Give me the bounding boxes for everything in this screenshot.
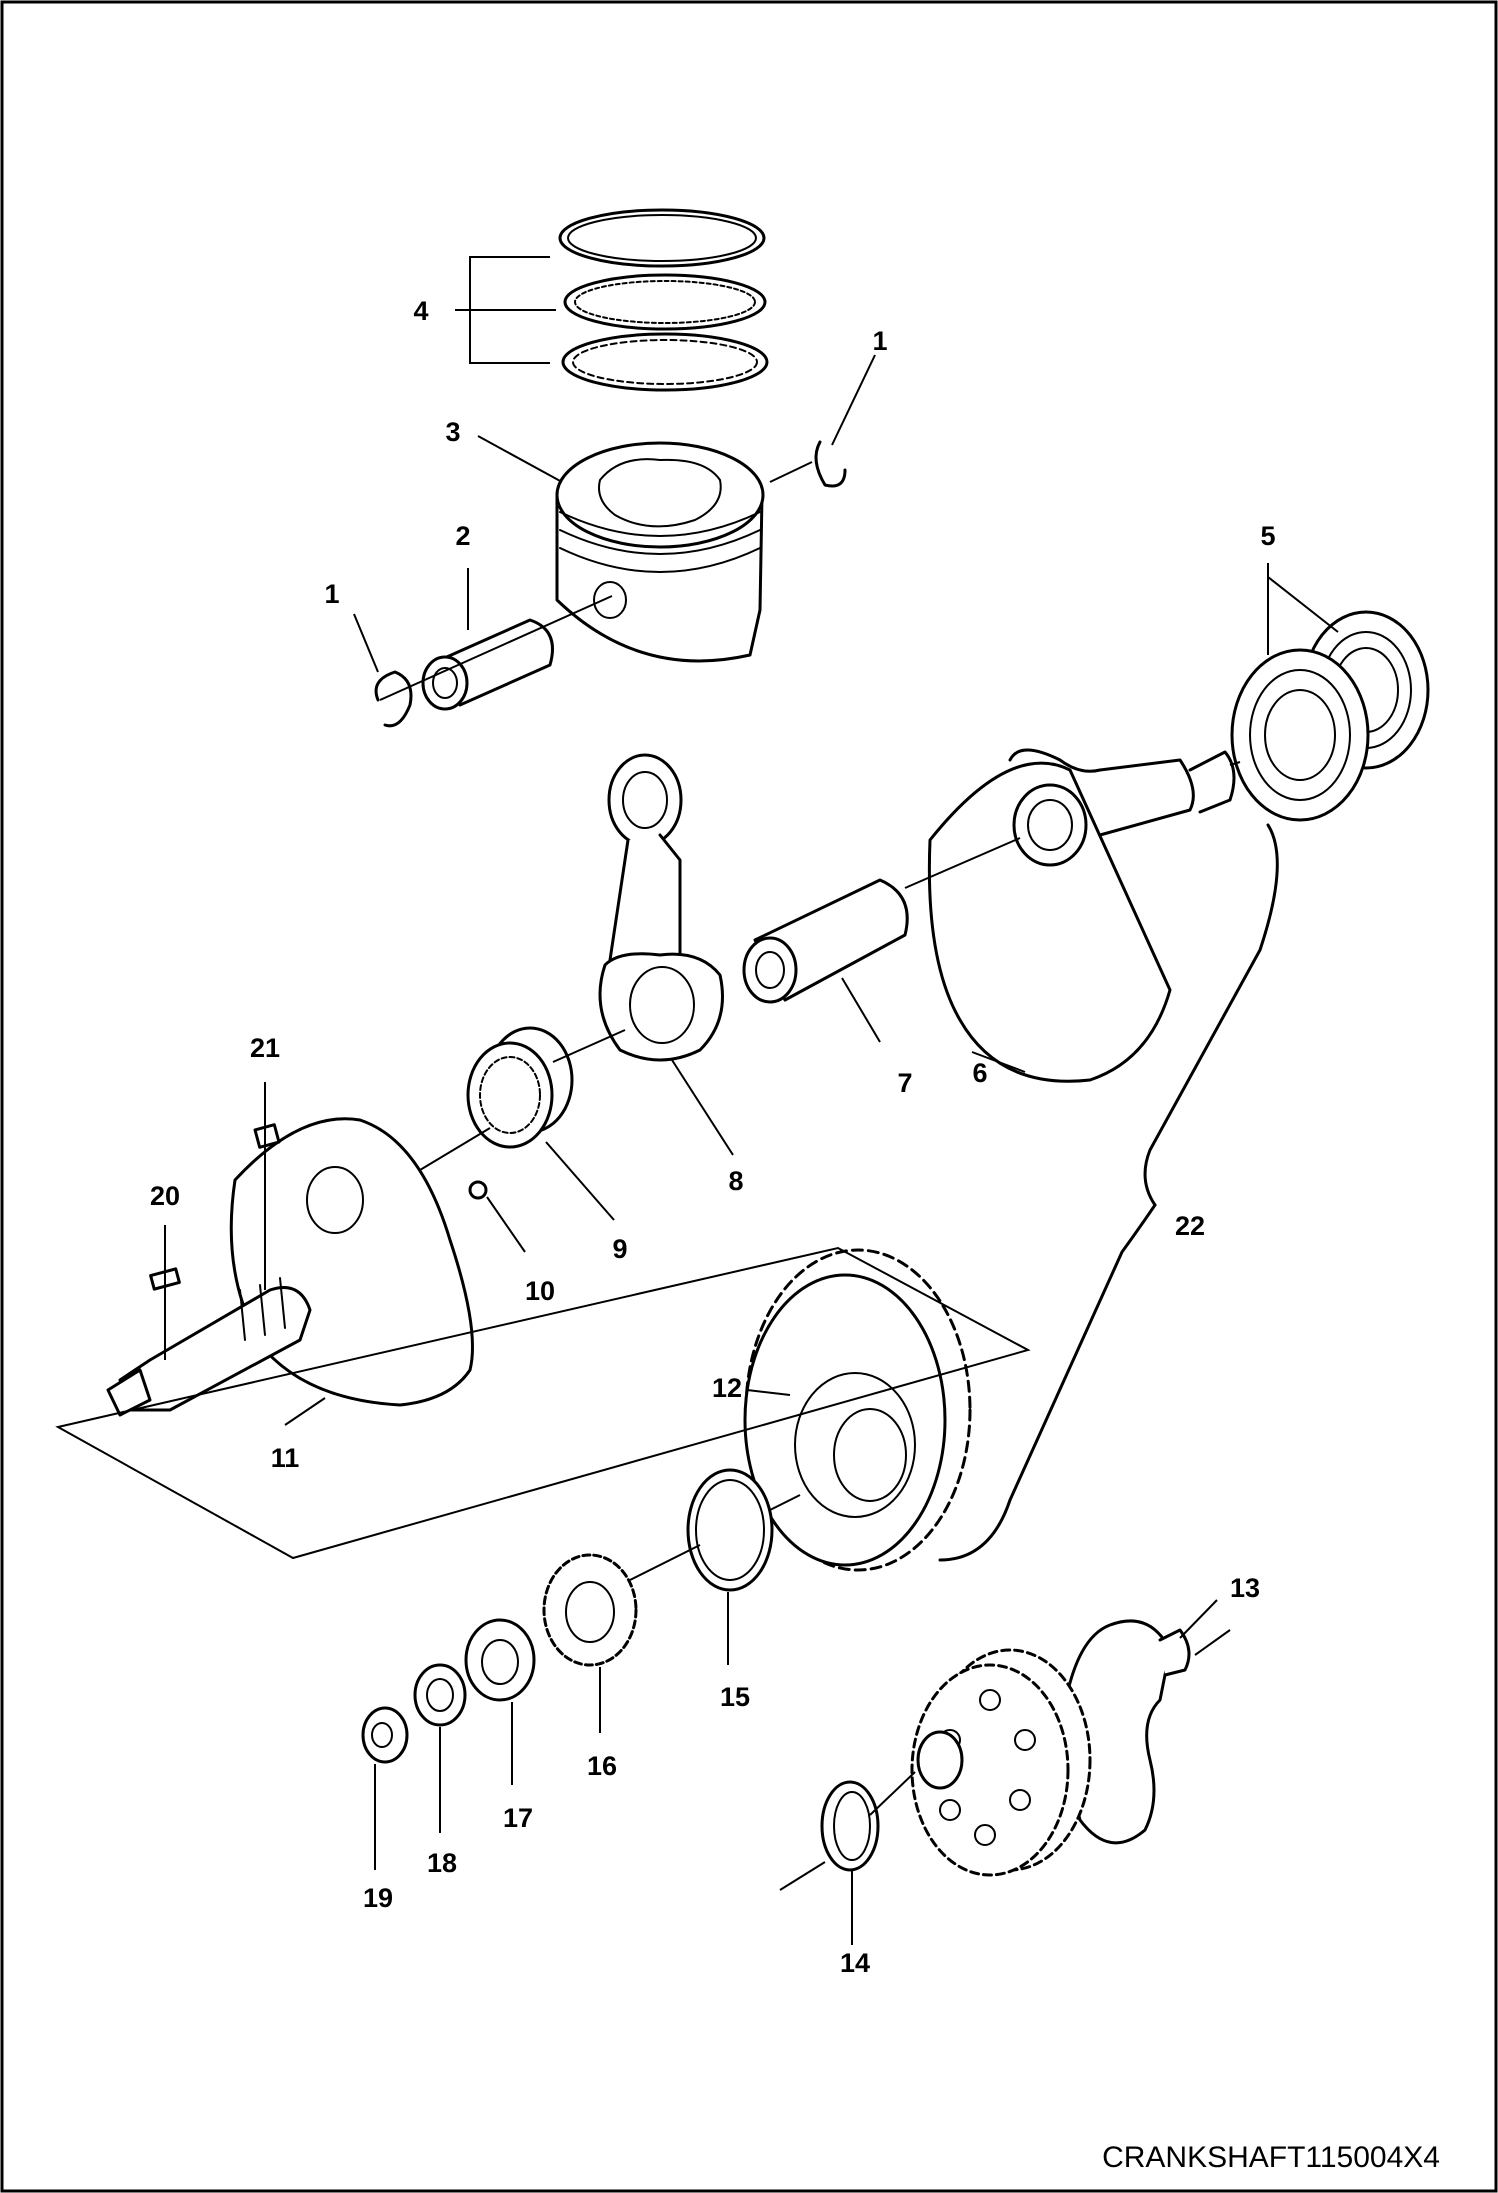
callout-19: 19 xyxy=(363,1883,393,1913)
crank-gear xyxy=(743,1248,972,1572)
washer xyxy=(413,1663,467,1727)
callout-17: 17 xyxy=(503,1803,533,1833)
lock-nut xyxy=(464,1618,536,1702)
callout-1-right: 1 xyxy=(872,326,887,356)
callout-7: 7 xyxy=(897,1068,912,1098)
circlip-right xyxy=(814,440,847,488)
callout-13: 13 xyxy=(1230,1573,1260,1603)
piston xyxy=(555,441,765,663)
balancer-shaft xyxy=(910,1619,1191,1877)
callout-20: 20 xyxy=(150,1181,180,1211)
circlip-left xyxy=(374,670,413,728)
needle-bearing xyxy=(466,1026,574,1149)
callout-21: 21 xyxy=(250,1033,280,1063)
piston-pin xyxy=(421,618,554,711)
callout-16: 16 xyxy=(587,1751,617,1781)
callout-8: 8 xyxy=(728,1166,743,1196)
sprocket xyxy=(542,1553,638,1667)
shim-ring xyxy=(686,1468,774,1592)
ball xyxy=(468,1180,488,1200)
callout-22: 22 xyxy=(1175,1211,1205,1241)
connecting-rod xyxy=(598,753,724,1062)
callout-5: 5 xyxy=(1260,521,1275,551)
callout-4: 4 xyxy=(413,296,428,326)
callout-12: 12 xyxy=(712,1373,742,1403)
crankshaft-right-half xyxy=(927,748,1236,1083)
crankpin xyxy=(742,878,909,1004)
callout-9: 9 xyxy=(612,1234,627,1264)
leader-lines xyxy=(164,256,1339,1945)
callout-11: 11 xyxy=(271,1443,300,1473)
axis-lines xyxy=(379,461,1241,1891)
callout-6: 6 xyxy=(972,1058,987,1088)
callout-18: 18 xyxy=(427,1848,457,1878)
callout-2: 2 xyxy=(455,521,470,551)
callout-1-left: 1 xyxy=(324,579,339,609)
callout-10: 10 xyxy=(525,1276,555,1306)
piston-rings xyxy=(558,208,769,392)
key-21 xyxy=(253,1123,281,1149)
callout-3: 3 xyxy=(445,417,460,447)
crankshaft-left-half xyxy=(106,1117,474,1417)
sub-assembly-outline xyxy=(55,1246,1031,1560)
ball-bearings xyxy=(1230,610,1430,822)
callout-14: 14 xyxy=(840,1948,870,1978)
drawing-code: CRANKSHAFT115004X4 xyxy=(1102,2141,1440,2174)
nut xyxy=(361,1706,409,1764)
snap-ring xyxy=(820,1780,880,1872)
assembly-bracket-22 xyxy=(938,823,1279,1562)
callout-15: 15 xyxy=(720,1682,750,1712)
